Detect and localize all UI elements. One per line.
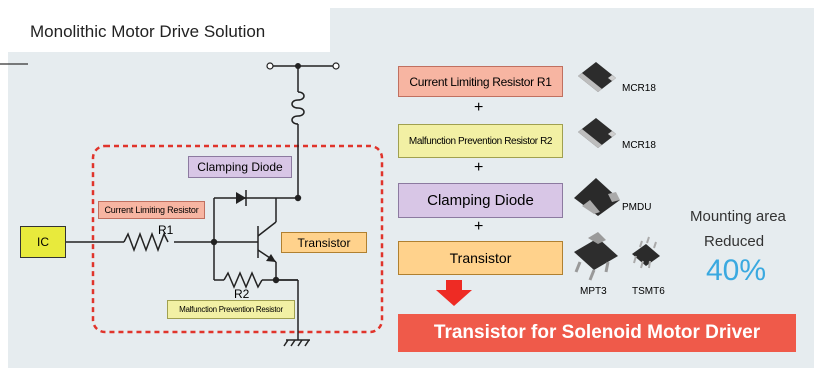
- package-label-mpt3: MPT3: [580, 286, 607, 297]
- junction-collector: [294, 194, 302, 202]
- diagram-title: Monolithic Motor Drive Solution: [30, 22, 266, 41]
- terminal-right: [332, 62, 340, 70]
- plus-sign-2: +: [474, 159, 484, 176]
- result-banner: Transistor for Solenoid Motor Driver: [398, 314, 796, 352]
- r1-resistor-symbol: [123, 231, 169, 253]
- r2-resistor-symbol: [223, 271, 263, 289]
- mounting-area-value: 40%: [706, 254, 767, 287]
- junction-base: [210, 238, 218, 246]
- package-label-pmdu: PMDU: [622, 202, 652, 213]
- red-down-arrow: [436, 280, 472, 306]
- malfunction-prevention-resistor-label: Malfunction Prevention Resistor: [167, 300, 295, 319]
- diode-symbol: [236, 192, 246, 204]
- transistor-label: Transistor: [281, 232, 367, 253]
- plus-sign-1: +: [474, 99, 484, 116]
- mcr18-chip-icon-2: [578, 118, 616, 148]
- component-box-diode: Clamping Diode: [398, 183, 563, 218]
- current-limiting-resistor-label: Current Limiting Resistor: [98, 201, 205, 219]
- transistor-emitter-arrow: [266, 254, 276, 262]
- junction-top: [295, 63, 301, 69]
- junction-emitter: [272, 276, 280, 284]
- r2-label: R2: [234, 287, 250, 301]
- mpt3-package-icon: [574, 232, 618, 281]
- component-box-r2: Malfunction Prevention Resistor R2: [398, 124, 563, 158]
- mounting-area-line2: Reduced: [704, 233, 765, 250]
- package-label-tsmt6: TSMT6: [632, 286, 665, 297]
- mcr18-chip-icon-1: [578, 62, 616, 92]
- tsmt6-package-icon: [632, 236, 660, 269]
- package-label-mcr18-1: MCR18: [622, 83, 656, 94]
- clamping-diode-label: Clamping Diode: [188, 156, 292, 178]
- circuit-dashed-border: [91, 144, 384, 334]
- coil-symbol: [291, 91, 305, 125]
- component-box-transistor: Transistor: [398, 241, 563, 275]
- ic-box: IC: [20, 226, 66, 258]
- title-tab: [0, 0, 330, 64]
- package-label-mcr18-2: MCR18: [622, 140, 656, 151]
- terminal-left: [266, 62, 274, 70]
- component-box-r1: Current Limiting Resistor R1: [398, 66, 563, 97]
- mounting-area-line1: Mounting area: [690, 208, 786, 225]
- plus-sign-3: +: [474, 218, 484, 235]
- r1-label: R1: [158, 223, 174, 237]
- pmdu-package-icon: [574, 178, 620, 216]
